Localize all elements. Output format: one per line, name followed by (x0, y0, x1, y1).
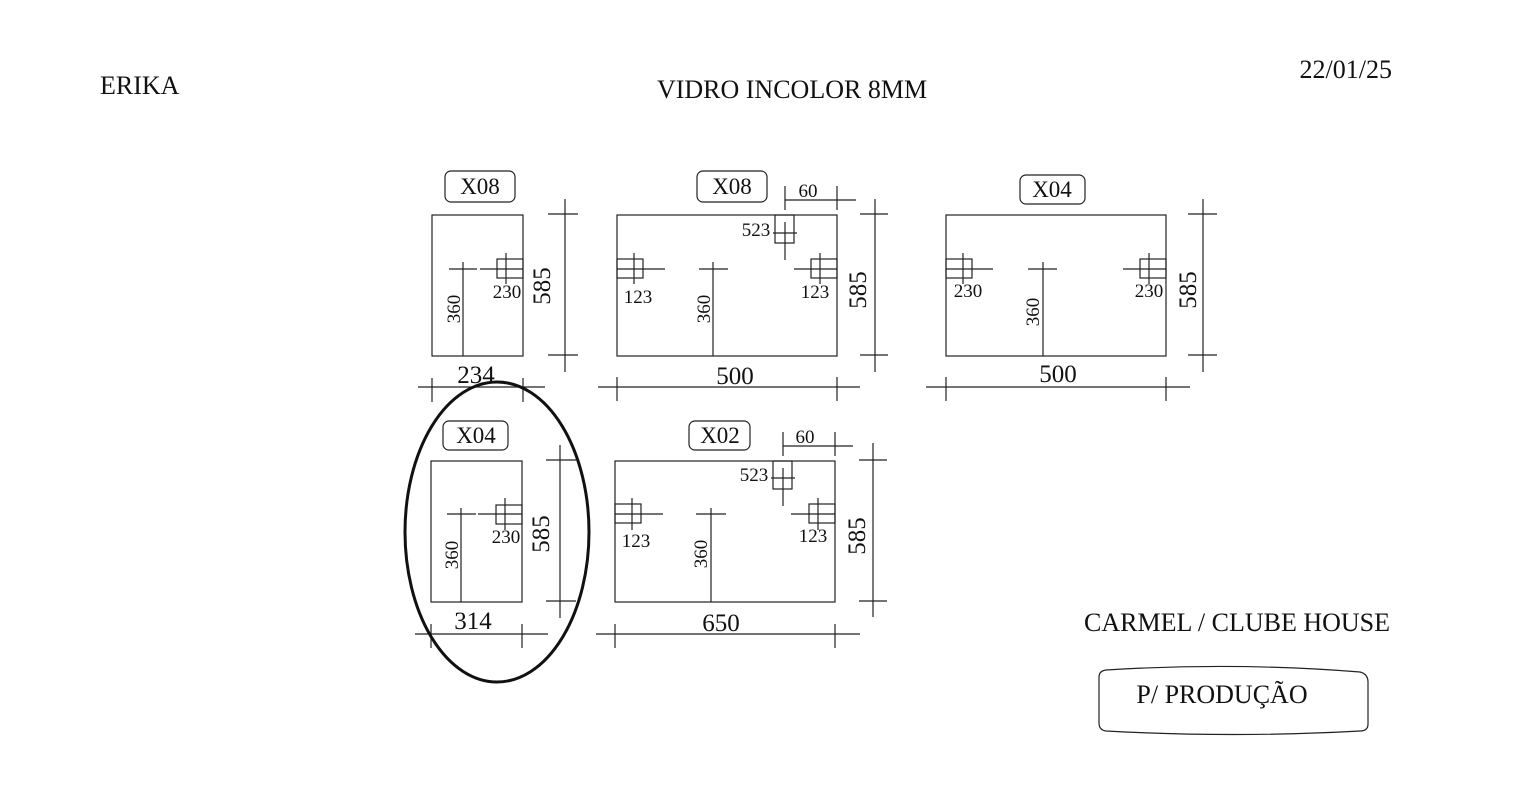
material-title: VIDRO INCOLOR 8MM (657, 75, 927, 104)
cutout-label-left: 230 (954, 281, 983, 302)
quantity-badge (696, 170, 768, 203)
notch-depth-label: 523 (740, 465, 769, 486)
quantity-badge (1019, 174, 1086, 205)
panel-5: X02 523 60 123 123 360 585 650 (596, 420, 887, 648)
production-stamp: P/ PRODUÇÃO (1136, 680, 1307, 709)
client-name: ERIKA (100, 71, 180, 100)
width-dimension: 500 (716, 363, 754, 390)
glass-outline (431, 214, 524, 357)
highlight-ellipse (403, 380, 591, 684)
center-height-label: 360 (442, 541, 463, 570)
cutout-label-right: 123 (799, 526, 828, 547)
height-dimension: 585 (528, 515, 555, 553)
panel-4: X04 230 360 585 314 (415, 420, 576, 648)
center-height-label: 360 (694, 295, 715, 324)
width-dimension: 314 (454, 608, 492, 635)
quantity-badge (688, 420, 751, 451)
drawing-date: 22/01/25 (1300, 55, 1392, 84)
height-dimension: 585 (529, 267, 556, 305)
cutout-label-left: 123 (624, 287, 653, 308)
panel-1: X08 230 360 585 234 (418, 170, 578, 402)
quantity-label: X08 (460, 174, 500, 199)
production-stamp-frame (1098, 665, 1369, 736)
quantity-label: X04 (456, 423, 496, 448)
quantity-badge (444, 170, 516, 203)
quantity-label: X02 (700, 423, 740, 448)
notch-width-label: 60 (796, 427, 815, 448)
center-height-label: 360 (444, 295, 465, 324)
quantity-label: X08 (712, 174, 752, 199)
cutout-label-right: 230 (1135, 281, 1164, 302)
cutout-label: 230 (492, 527, 521, 548)
notch-width-label: 60 (799, 181, 818, 202)
glass-outline (945, 214, 1167, 357)
center-height-label: 360 (1023, 298, 1044, 327)
panel-3: X04 230 230 360 585 500 (926, 174, 1217, 401)
quantity-badge (442, 420, 509, 451)
project-name: CARMEL / CLUBE HOUSE (1084, 608, 1390, 637)
cutout-label-right: 123 (801, 282, 830, 303)
width-dimension: 500 (1039, 361, 1077, 388)
glass-outline (430, 460, 523, 603)
notch-depth-label: 523 (742, 220, 771, 241)
height-dimension: 585 (844, 517, 871, 555)
cutout-label-left: 123 (622, 531, 651, 552)
width-dimension: 650 (702, 610, 740, 637)
height-dimension: 585 (845, 271, 872, 309)
quantity-label: X04 (1032, 177, 1072, 202)
glass-outline (616, 214, 838, 357)
cutout-label: 230 (493, 282, 522, 303)
center-height-label: 360 (691, 540, 712, 569)
height-dimension: 585 (1175, 271, 1202, 309)
glass-outline (614, 460, 836, 603)
panel-2: X08 523 60 123 123 360 585 500 (598, 170, 888, 401)
